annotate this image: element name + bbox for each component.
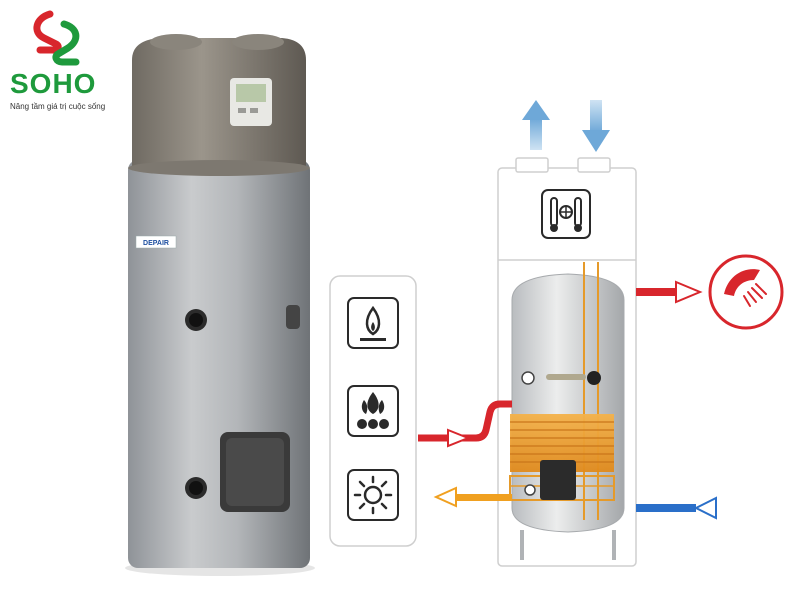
solid-fuel-icon — [347, 385, 399, 437]
intake-air-arrow — [582, 100, 610, 152]
brand-badge-text: DEPAIR — [143, 240, 169, 247]
logo-wordmark: SOHO — [10, 68, 97, 99]
exhaust-air-arrow — [522, 100, 550, 150]
gas-flame-icon — [347, 297, 399, 349]
heat-sources-panel — [329, 275, 417, 547]
solar-sun-icon — [347, 469, 399, 521]
heat-pump-unit: DEPAIR — [125, 34, 315, 576]
brand-badge — [135, 235, 177, 249]
shower-head-icon — [708, 254, 784, 330]
logo-tagline: Nâng tầm giá trị cuộc sống — [10, 102, 106, 111]
soho-logo: SOHO Nâng tầm giá trị cuộc sống — [6, 8, 126, 111]
thermostat-icon — [541, 189, 591, 239]
tank-cutaway — [497, 157, 637, 567]
cold-water-inlet — [636, 496, 717, 520]
boiler-heating-inlet — [418, 400, 512, 448]
solar-circuit-line — [433, 486, 512, 508]
control-display — [236, 84, 266, 102]
inspection-hatch — [540, 460, 576, 500]
soho-logo-mark — [33, 10, 80, 66]
hot-water-outlet — [636, 280, 703, 304]
